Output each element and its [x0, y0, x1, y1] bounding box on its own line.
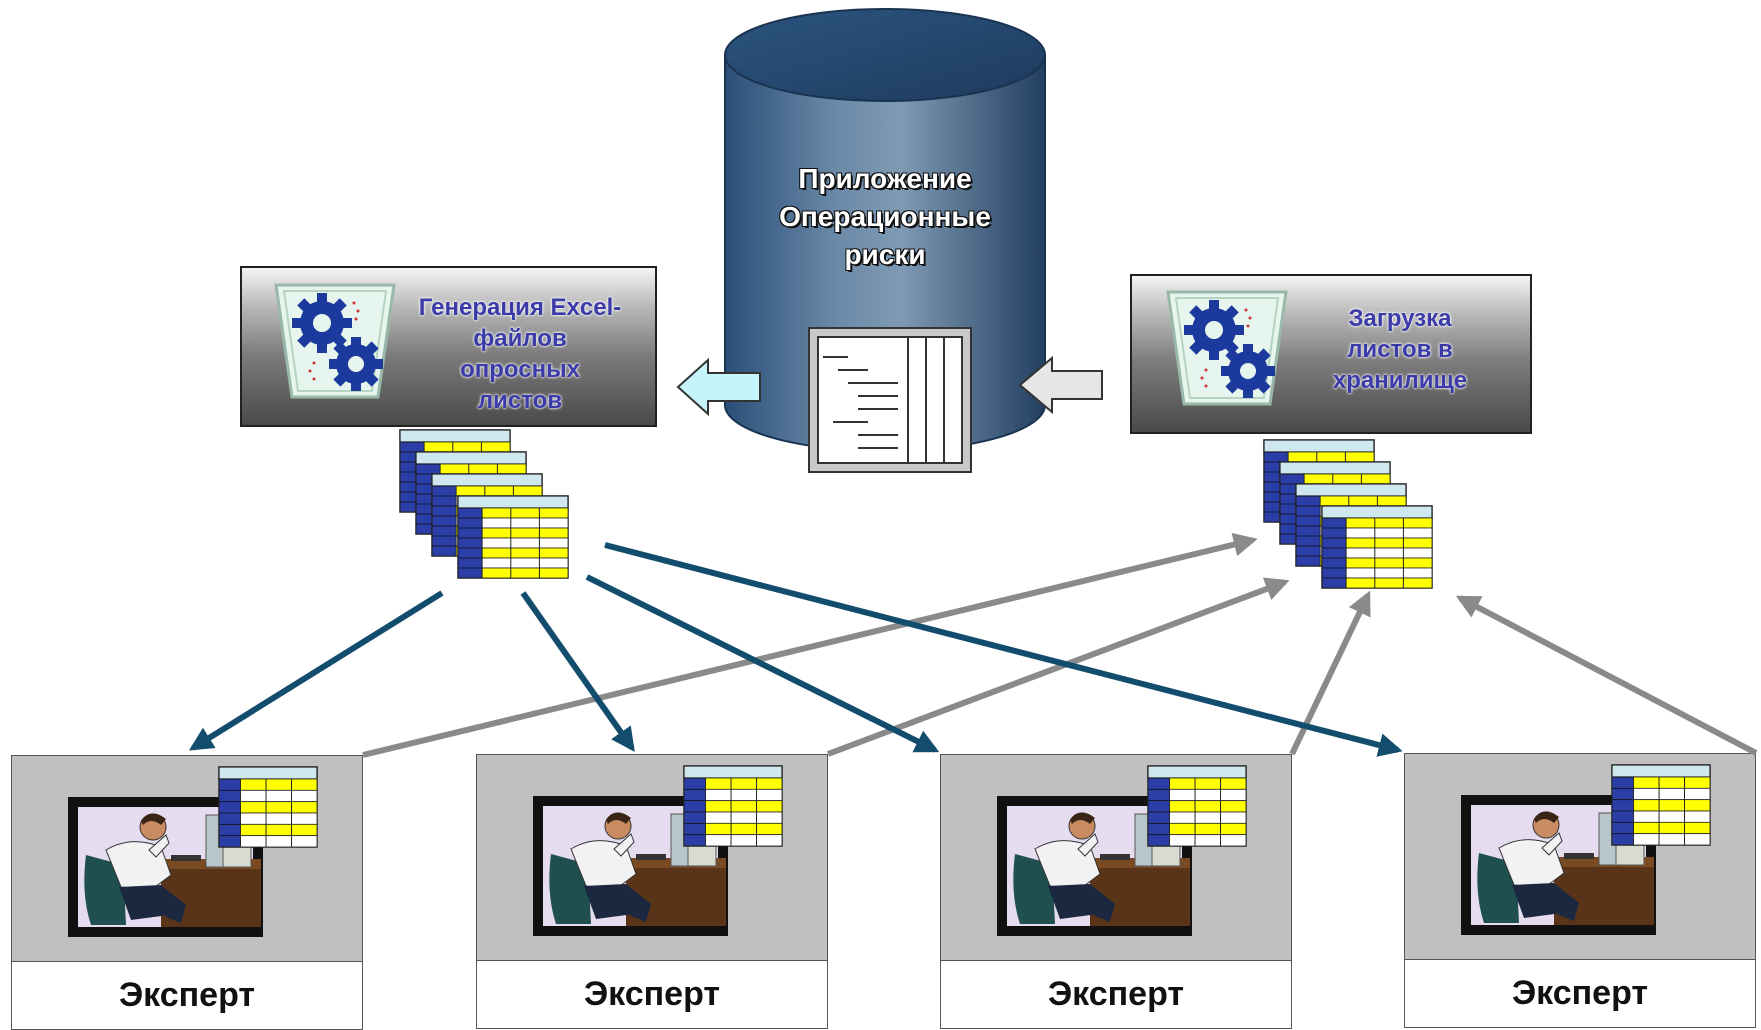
expert-card: Эксперт: [940, 754, 1292, 1029]
expert-at-computer-icon: [68, 766, 318, 937]
generation-label-line2: файлов: [473, 325, 567, 352]
spreadsheet-sheet-icon: [218, 766, 318, 848]
expert-illustration: [533, 796, 728, 936]
gears-icon: [274, 283, 396, 399]
spreadsheet-stack-collected: [1263, 439, 1433, 589]
expert-at-computer-icon: [1461, 764, 1711, 935]
spreadsheet-sheet-icon: [1321, 505, 1433, 589]
generation-label-line4: листов: [477, 387, 563, 414]
database-title-line1: Приложение: [798, 163, 972, 194]
expert-at-computer-icon: [997, 765, 1247, 936]
loading-label-line3: хранилище: [1332, 367, 1468, 394]
expert-label: Эксперт: [11, 962, 363, 1030]
loading-label-line1: Загрузка: [1348, 305, 1452, 332]
spreadsheet-sheet-icon: [1147, 765, 1247, 847]
loading-label-line2: листов в: [1347, 336, 1453, 363]
gears-icon: [1166, 290, 1288, 406]
expert-at-computer-icon: [533, 765, 783, 936]
database-title-line3: риски: [844, 239, 926, 270]
expert-illustration: [68, 797, 263, 937]
generation-label-line3: опросных: [460, 356, 580, 383]
spreadsheet-sheet-icon: [683, 765, 783, 847]
database-title-line2: Операционные: [779, 201, 991, 232]
spreadsheet-sheet-icon: [457, 495, 569, 579]
expert-label: Эксперт: [1404, 960, 1756, 1028]
spreadsheet-stack-generated: [399, 429, 569, 579]
export-block-arrow: [676, 358, 761, 416]
expert-label: Эксперт: [940, 961, 1292, 1029]
import-block-arrow: [1018, 356, 1103, 414]
generation-label-line1: Генерация Excel-: [418, 294, 622, 321]
expert-card: Эксперт: [11, 755, 363, 1030]
expert-card: Эксперт: [1404, 753, 1756, 1028]
expert-label: Эксперт: [476, 961, 828, 1029]
document-icon: [808, 327, 972, 473]
loading-process-label: Загрузка листов в хранилище: [1300, 303, 1500, 396]
generation-process-label: Генерация Excel- файлов опросных листов: [400, 292, 640, 416]
database-title: Приложение Операционные риски: [725, 160, 1045, 274]
expert-card: Эксперт: [476, 754, 828, 1029]
spreadsheet-sheet-icon: [1611, 764, 1711, 846]
